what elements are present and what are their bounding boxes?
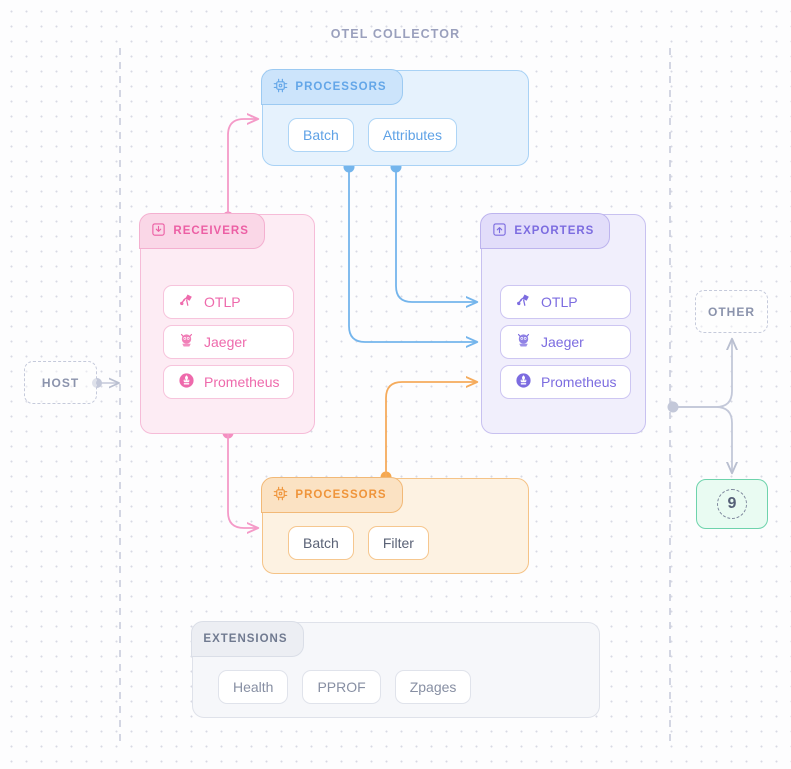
jaeger-logo-icon — [178, 332, 195, 352]
edge-processors-top-to-exporter-jaeger — [343, 161, 477, 343]
node-host[interactable]: HOST — [24, 361, 97, 404]
receiver-item-otlp[interactable]: OTLP — [163, 285, 295, 319]
panel-receivers[interactable]: RECEIVERS OTLP — [139, 213, 315, 434]
panel-receivers-header: RECEIVERS — [139, 213, 265, 250]
extension-item-pprof-label: PPROF — [317, 679, 366, 695]
panel-exporters-body: OTLP Jaeger — [482, 261, 645, 433]
panel-processors-top-body: Batch Attributes — [263, 115, 528, 165]
telescope-icon — [515, 292, 532, 312]
prometheus-torch-icon — [178, 372, 195, 392]
processor-item-attributes-label: Attributes — [382, 127, 442, 143]
processor-item-batch-label: Batch — [303, 127, 339, 143]
node-other-label: OTHER — [708, 304, 755, 319]
prometheus-torch-icon — [515, 372, 532, 392]
panel-processors-top-header: PROCESSORS — [261, 69, 403, 106]
extension-item-health[interactable]: Health — [218, 670, 289, 704]
cpu-chip-icon — [273, 486, 288, 504]
receiver-item-prometheus[interactable]: Prometheus — [163, 365, 295, 399]
panel-extensions-title: EXTENSIONS — [203, 633, 288, 646]
exporter-item-jaeger[interactable]: Jaeger — [500, 325, 632, 359]
exporter-item-otlp-label: OTLP — [541, 294, 578, 310]
panel-processors-bottom-header: PROCESSORS — [261, 477, 403, 514]
panel-extensions-header: EXTENSIONS — [191, 621, 304, 658]
panel-extensions-body: Health PPROF Zpages — [193, 667, 599, 717]
receiver-item-jaeger-label: Jaeger — [204, 334, 247, 350]
edge-collector-to-other — [667, 340, 733, 413]
telescope-icon — [178, 292, 195, 312]
panel-exporters[interactable]: EXPORTERS OTLP — [480, 213, 646, 434]
processor-item-filter[interactable]: Filter — [367, 526, 429, 560]
node-green-count[interactable]: 9 — [696, 479, 768, 529]
node-host-label: HOST — [41, 375, 80, 390]
extension-item-pprof[interactable]: PPROF — [302, 670, 381, 704]
processor-item-batch[interactable]: Batch — [288, 118, 354, 152]
receiver-item-jaeger[interactable]: Jaeger — [163, 325, 295, 359]
edge-receivers-to-processors-top — [222, 119, 258, 223]
node-other[interactable]: OTHER — [695, 290, 768, 333]
edge-processors-top-to-exporter-otlp — [390, 161, 477, 303]
receiver-item-otlp-label: OTLP — [204, 294, 241, 310]
count-badge: 9 — [717, 489, 747, 519]
receiver-item-prometheus-label: Prometheus — [204, 374, 280, 390]
panel-exporters-header: EXPORTERS — [480, 213, 611, 250]
extension-item-zpages[interactable]: Zpages — [394, 670, 472, 704]
edge-processors-bottom-to-exporter-prometheus — [380, 382, 477, 483]
extension-item-zpages-label: Zpages — [409, 679, 457, 695]
extension-item-health-label: Health — [233, 679, 274, 695]
panel-receivers-title: RECEIVERS — [173, 225, 249, 238]
processor-item-batch-label: Batch — [303, 535, 339, 551]
panel-processors-top-title: PROCESSORS — [295, 81, 387, 94]
panel-receivers-body: OTLP Jaeger — [141, 261, 314, 433]
edge-collector-to-green-node — [673, 406, 732, 472]
exporter-item-prometheus[interactable]: Prometheus — [500, 365, 632, 399]
exporter-item-otlp[interactable]: OTLP — [500, 285, 632, 319]
tray-download-icon — [151, 222, 166, 240]
panel-extensions[interactable]: EXTENSIONS Health PPROF Zpages — [191, 621, 600, 718]
processor-item-filter-label: Filter — [382, 535, 414, 551]
panel-processors-bottom[interactable]: PROCESSORS Batch Filter — [261, 477, 529, 574]
panel-processors-top[interactable]: PROCESSORS Batch Attributes — [261, 69, 529, 166]
exporter-item-jaeger-label: Jaeger — [541, 334, 584, 350]
tray-upload-icon — [492, 222, 507, 240]
panel-exporters-title: EXPORTERS — [514, 225, 595, 238]
edge-receivers-to-processors-bottom — [222, 427, 258, 529]
processor-item-batch[interactable]: Batch — [288, 526, 354, 560]
panel-processors-bottom-title: PROCESSORS — [295, 489, 387, 502]
exporter-item-prometheus-label: Prometheus — [541, 374, 617, 390]
jaeger-logo-icon — [515, 332, 532, 352]
panel-processors-bottom-body: Batch Filter — [263, 523, 528, 573]
cpu-chip-icon — [273, 78, 288, 96]
page-title: OTEL COLLECTOR — [330, 27, 461, 41]
processor-item-attributes[interactable]: Attributes — [367, 118, 457, 152]
